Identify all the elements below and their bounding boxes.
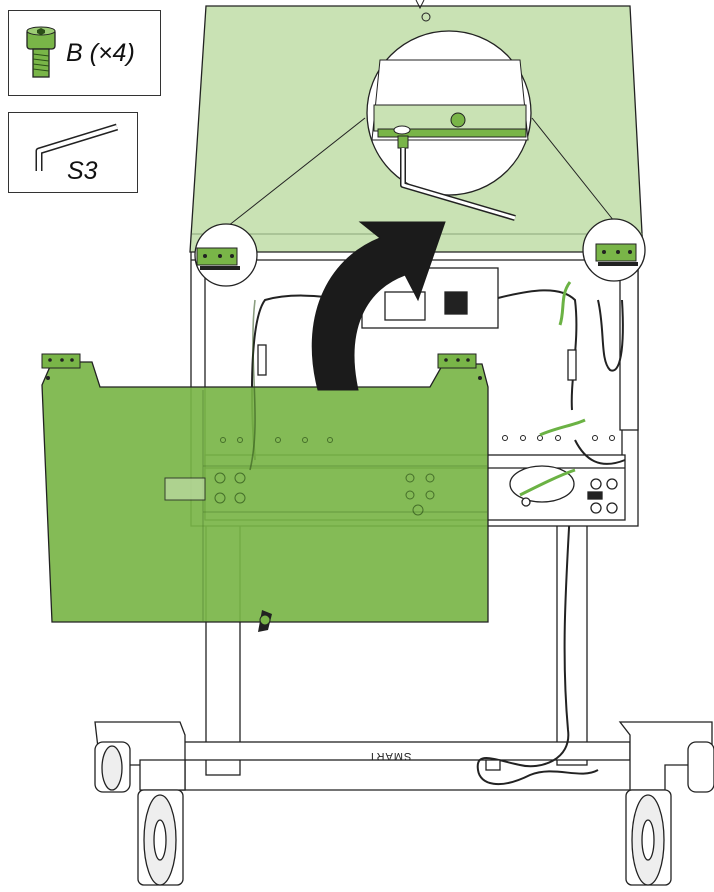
- lift-arrow: [311, 221, 446, 391]
- cart-brand-label: SMART: [368, 750, 412, 762]
- front-panel: [41, 299, 489, 632]
- right-foot: [618, 721, 713, 791]
- hex-key-size-label: S3: [67, 157, 98, 185]
- screw-part-box: B (×4): [8, 10, 161, 96]
- ground-wires: [519, 281, 586, 497]
- left-hinge-detail: [194, 223, 258, 287]
- right-caster: [625, 741, 714, 886]
- magnified-hinge-detail: [366, 30, 532, 221]
- screw-quantity-label: B (×4): [66, 39, 135, 67]
- hex-socket-screw-icon: [26, 26, 56, 78]
- power-cord: [476, 469, 599, 786]
- hex-key-part-box: S3: [8, 112, 138, 193]
- right-post: [556, 504, 588, 766]
- right-hinge-detail: [582, 218, 646, 282]
- cart-base: [94, 504, 713, 791]
- hex-key-icon: [35, 123, 119, 171]
- left-caster: [94, 741, 184, 886]
- callout-lines: [227, 117, 619, 227]
